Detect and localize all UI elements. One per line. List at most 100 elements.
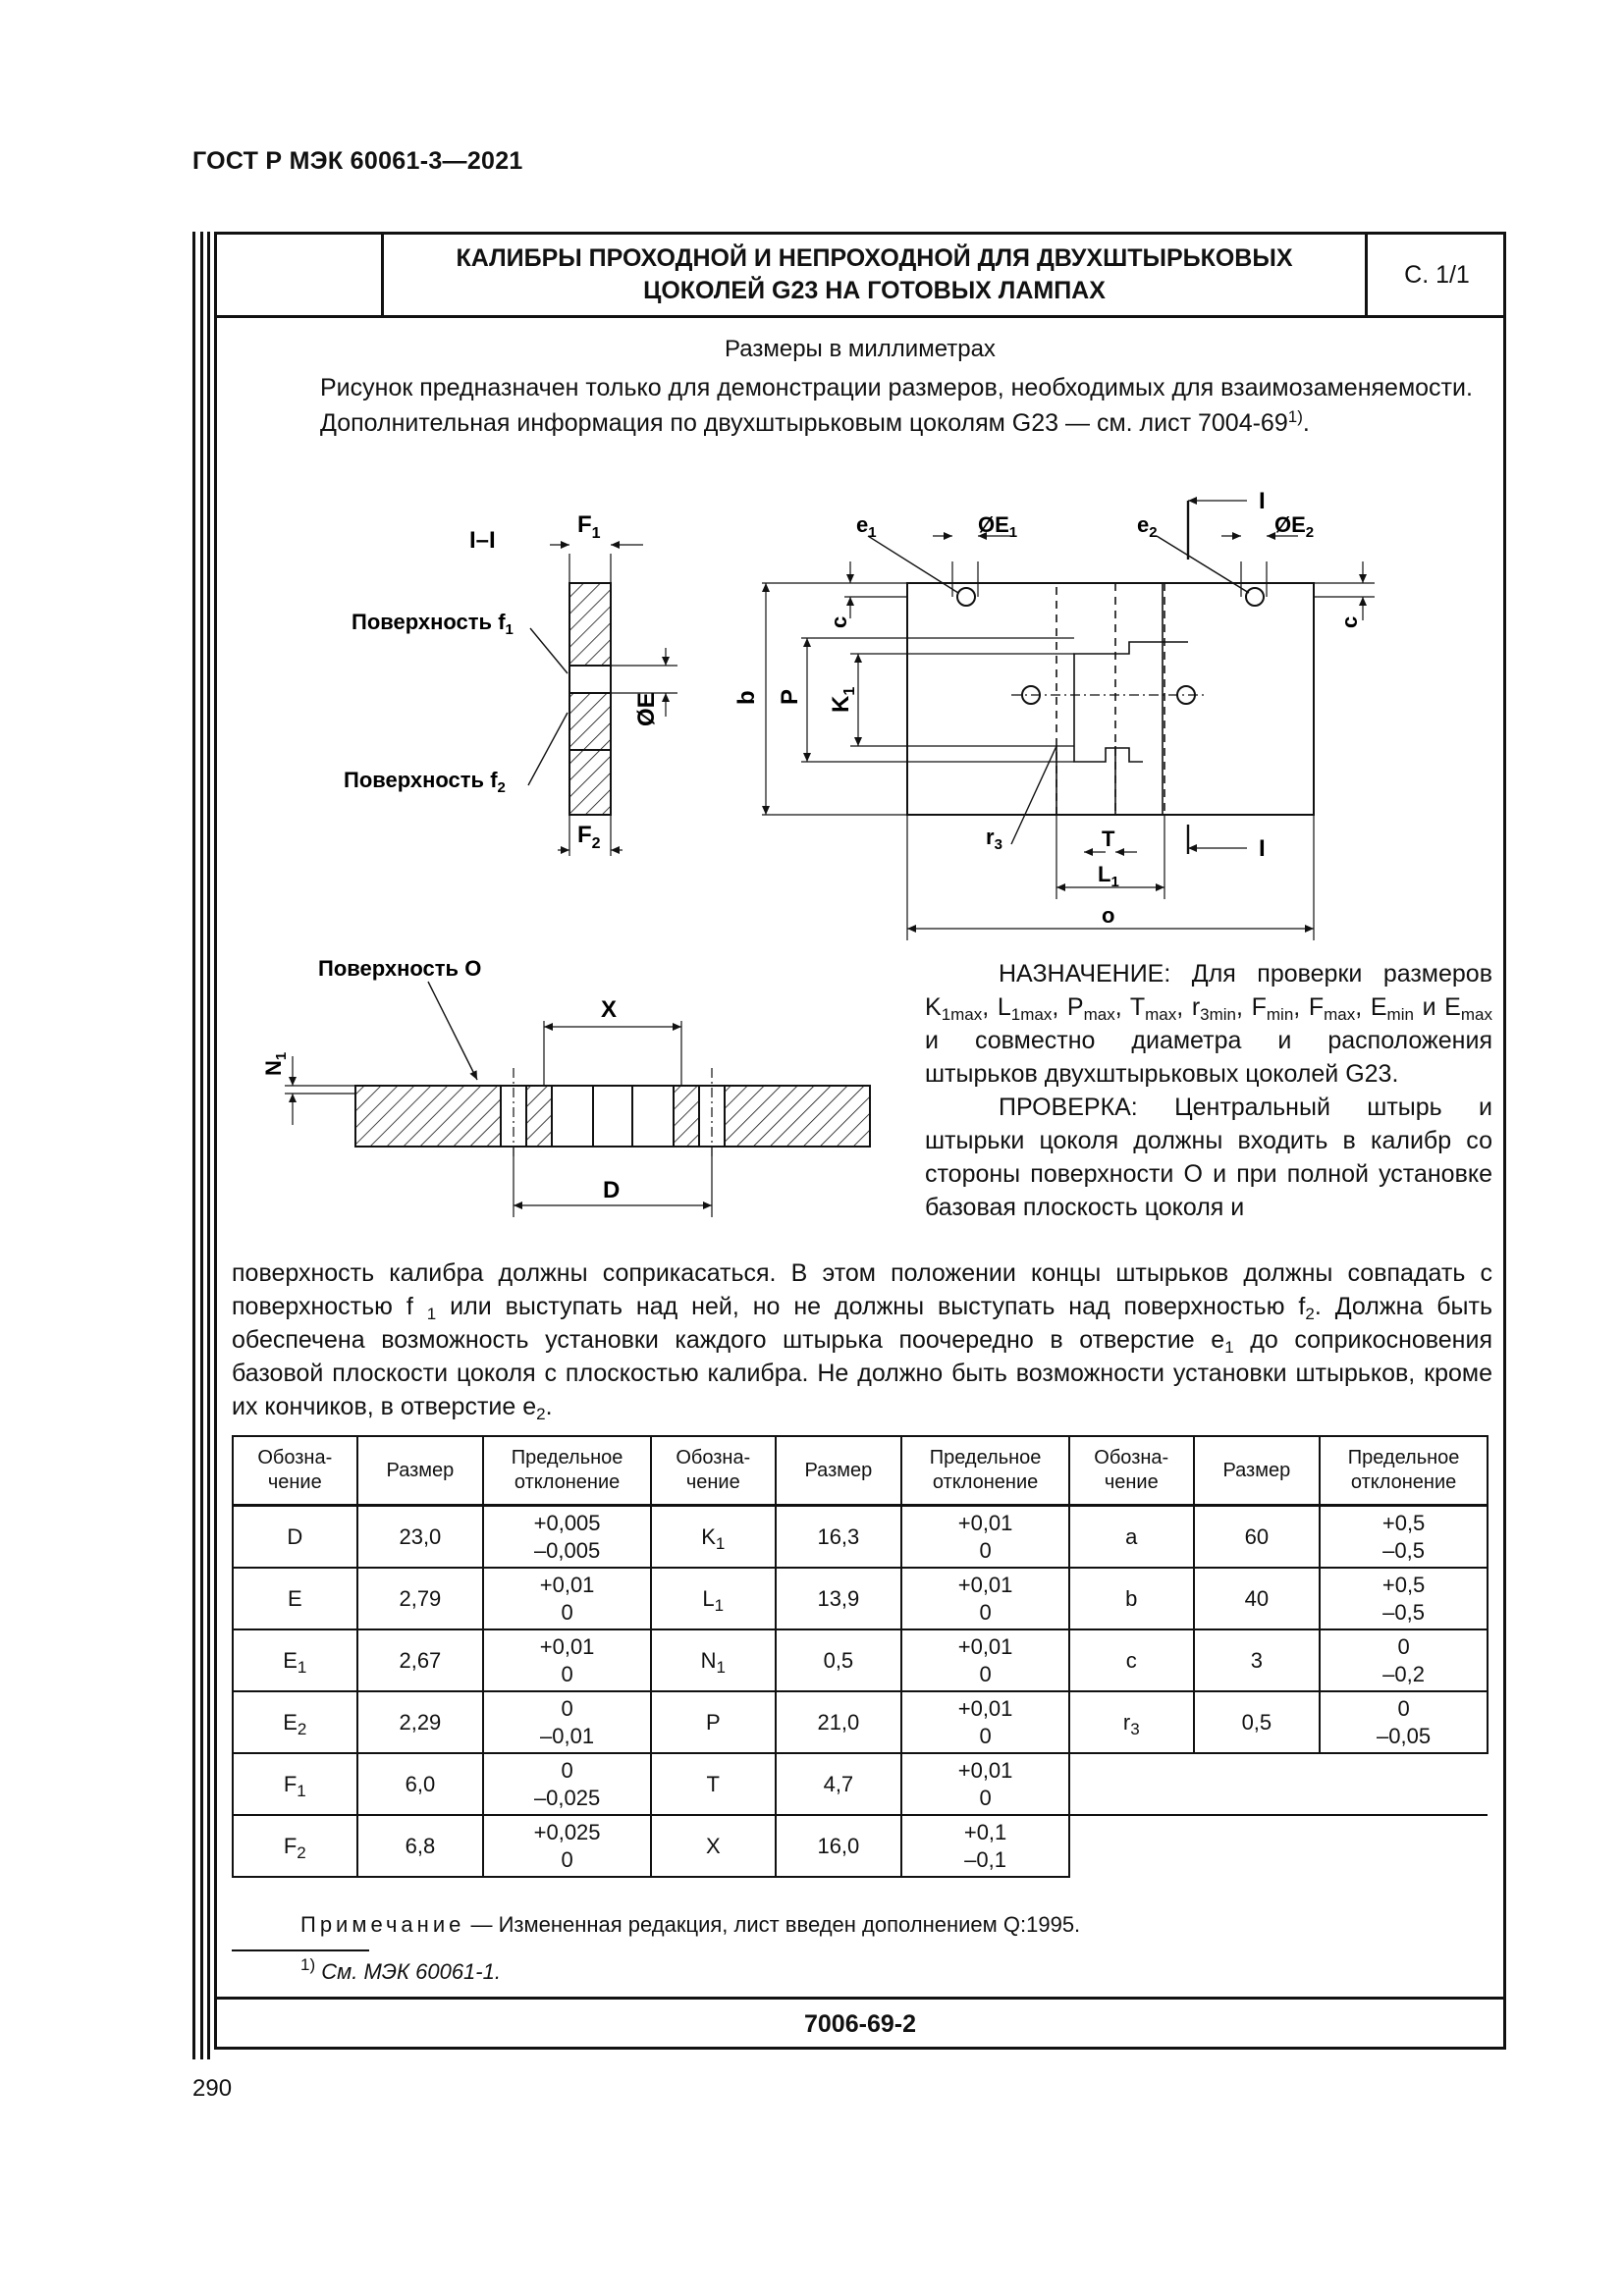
side-section-view <box>285 981 871 1217</box>
tolerance-lower: –0,01 <box>540 1723 595 1748</box>
purpose-paragraph: НАЗНАЧЕНИЕ: Для проверки размеров K1max,… <box>925 957 1492 1091</box>
side-hatch-left-inner <box>525 1085 553 1148</box>
size-cell: 13,9 <box>774 1567 903 1630</box>
label-I-bottom: I <box>1259 835 1266 862</box>
size-cell: 0,5 <box>774 1629 903 1692</box>
symbol-sub: 1 <box>714 1595 725 1615</box>
title-row <box>214 232 1506 318</box>
purpose-param: K1max <box>925 993 983 1024</box>
table-header-cell: Обозна-чение <box>1067 1435 1195 1507</box>
tolerance-upper: +0,01 <box>957 1757 1013 1783</box>
purpose-and: и <box>1422 993 1436 1021</box>
tolerance-upper: +0,01 <box>539 1572 595 1597</box>
symbol-cell: T <box>649 1752 777 1816</box>
empty-cell <box>1068 1814 1488 1877</box>
table-header-cell: Обозна-чение <box>649 1435 777 1507</box>
section-outline <box>568 582 612 816</box>
purpose-param-sub: 3min <box>1200 1005 1237 1024</box>
purpose-param: r3min <box>1191 993 1237 1024</box>
check-sub: 2 <box>536 1405 546 1423</box>
symbol-cell: N1 <box>649 1629 777 1692</box>
sheet-frame <box>214 232 1506 2050</box>
sheet-number: 7006-69-2 <box>214 1997 1506 2050</box>
surface-o-label: Поверхность O <box>318 956 481 981</box>
side-hatch-left <box>354 1085 502 1148</box>
label-E: ØE <box>633 692 660 726</box>
check-text-rest: поверхность калибра должны соприкасаться… <box>232 1259 1492 1423</box>
sheet-title-line1: КАЛИБРЫ ПРОХОДНОЙ И НЕПРОХОДНОЙ ДЛЯ ДВУХ… <box>456 244 1293 272</box>
symbol-cell: X <box>649 1814 777 1878</box>
hole-e1 <box>956 587 976 607</box>
intro-text-2: Дополнительная информация по двухштырько… <box>232 406 1492 440</box>
tolerance-cell: 0–0,025 <box>482 1752 652 1816</box>
check-paragraph-start: ПРОВЕРКА: Центральный штырь и штырьки цо… <box>925 1091 1492 1224</box>
table-header-cell: Размер <box>774 1435 903 1507</box>
size-cell: 16,3 <box>774 1504 903 1569</box>
purpose-text-a: Для проверки размеров <box>1191 960 1492 988</box>
table-header-cell: Размер <box>355 1435 485 1507</box>
sheet-page-indicator: С. 1/1 <box>1365 232 1506 318</box>
tolerance-cell: +0,005–0,005 <box>482 1504 652 1569</box>
tolerance-lower: –0,2 <box>1382 1661 1425 1686</box>
tolerance-lower: –0,1 <box>964 1846 1006 1872</box>
symbol-cell: c <box>1067 1629 1195 1692</box>
symbol-sub: 1 <box>297 1781 306 1800</box>
purpose-param-sub: min <box>1386 1005 1414 1024</box>
tolerance-upper: +0,5 <box>1381 1510 1426 1535</box>
note: Примечание — Измененная редакция, лист в… <box>300 1912 1080 1938</box>
purpose-param-sub: 1max <box>1010 1005 1053 1024</box>
label-F1: F1 <box>577 511 601 542</box>
size-cell: 21,0 <box>774 1690 903 1754</box>
section-upper-hatch <box>568 582 612 667</box>
tolerance-lower: –0,025 <box>533 1785 601 1810</box>
label-E1: ØE1 <box>978 512 1017 541</box>
tolerance-lower: 0 <box>979 1785 992 1810</box>
symbol-cell: P <box>649 1690 777 1754</box>
purpose-param: L1max <box>997 993 1053 1024</box>
tolerance-upper: +0,01 <box>539 1633 595 1659</box>
label-L1: L1 <box>1098 862 1119 890</box>
symbol-sub: 1 <box>716 1657 726 1677</box>
size-cell: 6,8 <box>355 1814 485 1878</box>
tolerance-lower: 0 <box>979 1599 992 1625</box>
purpose-emax: Emax <box>1444 993 1492 1024</box>
label-K1: K1 <box>828 687 858 713</box>
purpose-param-sub: max <box>1324 1005 1356 1024</box>
symbol-cell: r3 <box>1067 1690 1195 1754</box>
intro-paragraph: Рисунок предназначен только для демонстр… <box>232 371 1492 440</box>
sheet-title: КАЛИБРЫ ПРОХОДНОЙ И НЕПРОХОДНОЙ ДЛЯ ДВУХ… <box>384 232 1365 318</box>
side-hatch-right <box>724 1085 871 1148</box>
tolerance-lower: 0 <box>561 1661 573 1686</box>
purpose-param-sub: max <box>1145 1005 1177 1024</box>
symbol-cell: E <box>232 1567 358 1630</box>
purpose-param: Tmax <box>1129 993 1177 1024</box>
purpose-param: Fmax <box>1308 993 1356 1024</box>
label-e2: e2 <box>1137 512 1158 541</box>
check-label: ПРОВЕРКА: <box>999 1094 1138 1121</box>
tolerance-lower: 0 <box>979 1661 992 1686</box>
tolerance-cell: 0–0,2 <box>1319 1629 1489 1692</box>
sheet-title-line2: ЦОКОЛЕЙ G23 НА ГОТОВЫХ ЛАМПАХ <box>643 277 1106 304</box>
intro-text-1: Рисунок предназначен только для демонстр… <box>320 374 1473 401</box>
label-P: P <box>777 689 803 705</box>
tolerance-lower: –0,5 <box>1382 1599 1425 1625</box>
symbol-sub: 2 <box>297 1842 306 1862</box>
section-label: I–I <box>469 527 496 554</box>
tolerance-lower: 0 <box>979 1537 992 1563</box>
margin-bar-outer <box>192 232 195 2059</box>
check-paragraph: поверхность калибра должны соприкасаться… <box>232 1256 1492 1423</box>
tolerance-cell: +0,5–0,5 <box>1319 1567 1489 1630</box>
label-o: o <box>1102 903 1114 928</box>
